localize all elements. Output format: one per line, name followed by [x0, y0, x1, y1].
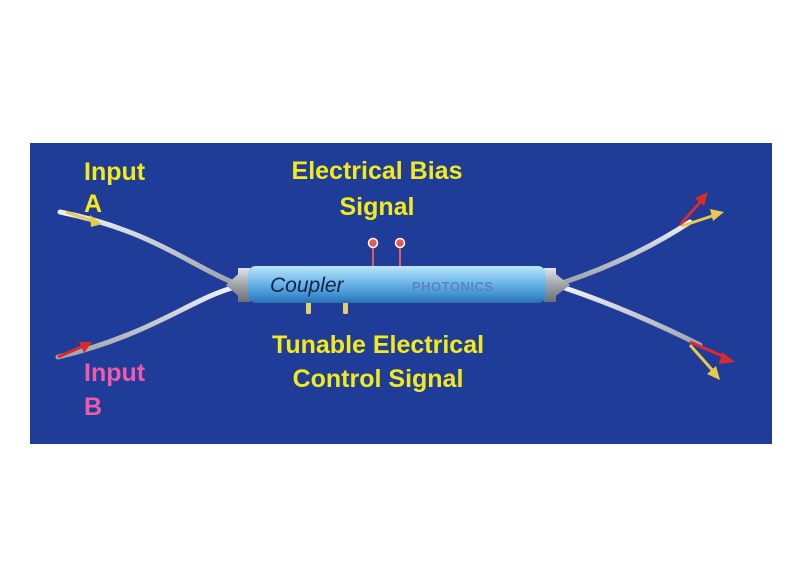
- output-bottom-red-arrow: [689, 340, 735, 364]
- fiber-input-b: [55, 285, 235, 360]
- fiber-output-top: [562, 219, 693, 285]
- bias-pin-right: [394, 237, 406, 268]
- input-b-label-line2: B: [84, 393, 103, 421]
- photonics-watermark: PHOTONICS: [412, 279, 494, 294]
- input-a-label-line2: A: [84, 190, 103, 218]
- output-top-red-arrow: [678, 192, 708, 226]
- control-signal-label-line2: Control Signal: [292, 365, 464, 393]
- coupler-left-collar: [238, 268, 250, 302]
- input-b-arrow: [57, 342, 92, 359]
- coupler-tube: [248, 266, 546, 303]
- input-a-label-line1: Input: [84, 158, 146, 186]
- fiber-output-bottom: [562, 285, 703, 348]
- input-a-arrow: [65, 210, 102, 227]
- output-top-yellow-arrow: [681, 209, 724, 228]
- coupler-label: Coupler: [270, 274, 345, 297]
- output-bottom-yellow-arrow: [688, 344, 720, 380]
- coupler-right-collar: [544, 268, 556, 302]
- bias-signal-label-line1: Electrical Bias: [291, 157, 463, 185]
- bias-signal-label-line2: Signal: [339, 193, 415, 221]
- bias-pin-left: [367, 237, 379, 268]
- coupler-body: Coupler PHOTONICS: [226, 266, 570, 303]
- input-b-label-line1: Input: [84, 359, 146, 387]
- control-signal-label-line1: Tunable Electrical: [271, 331, 485, 359]
